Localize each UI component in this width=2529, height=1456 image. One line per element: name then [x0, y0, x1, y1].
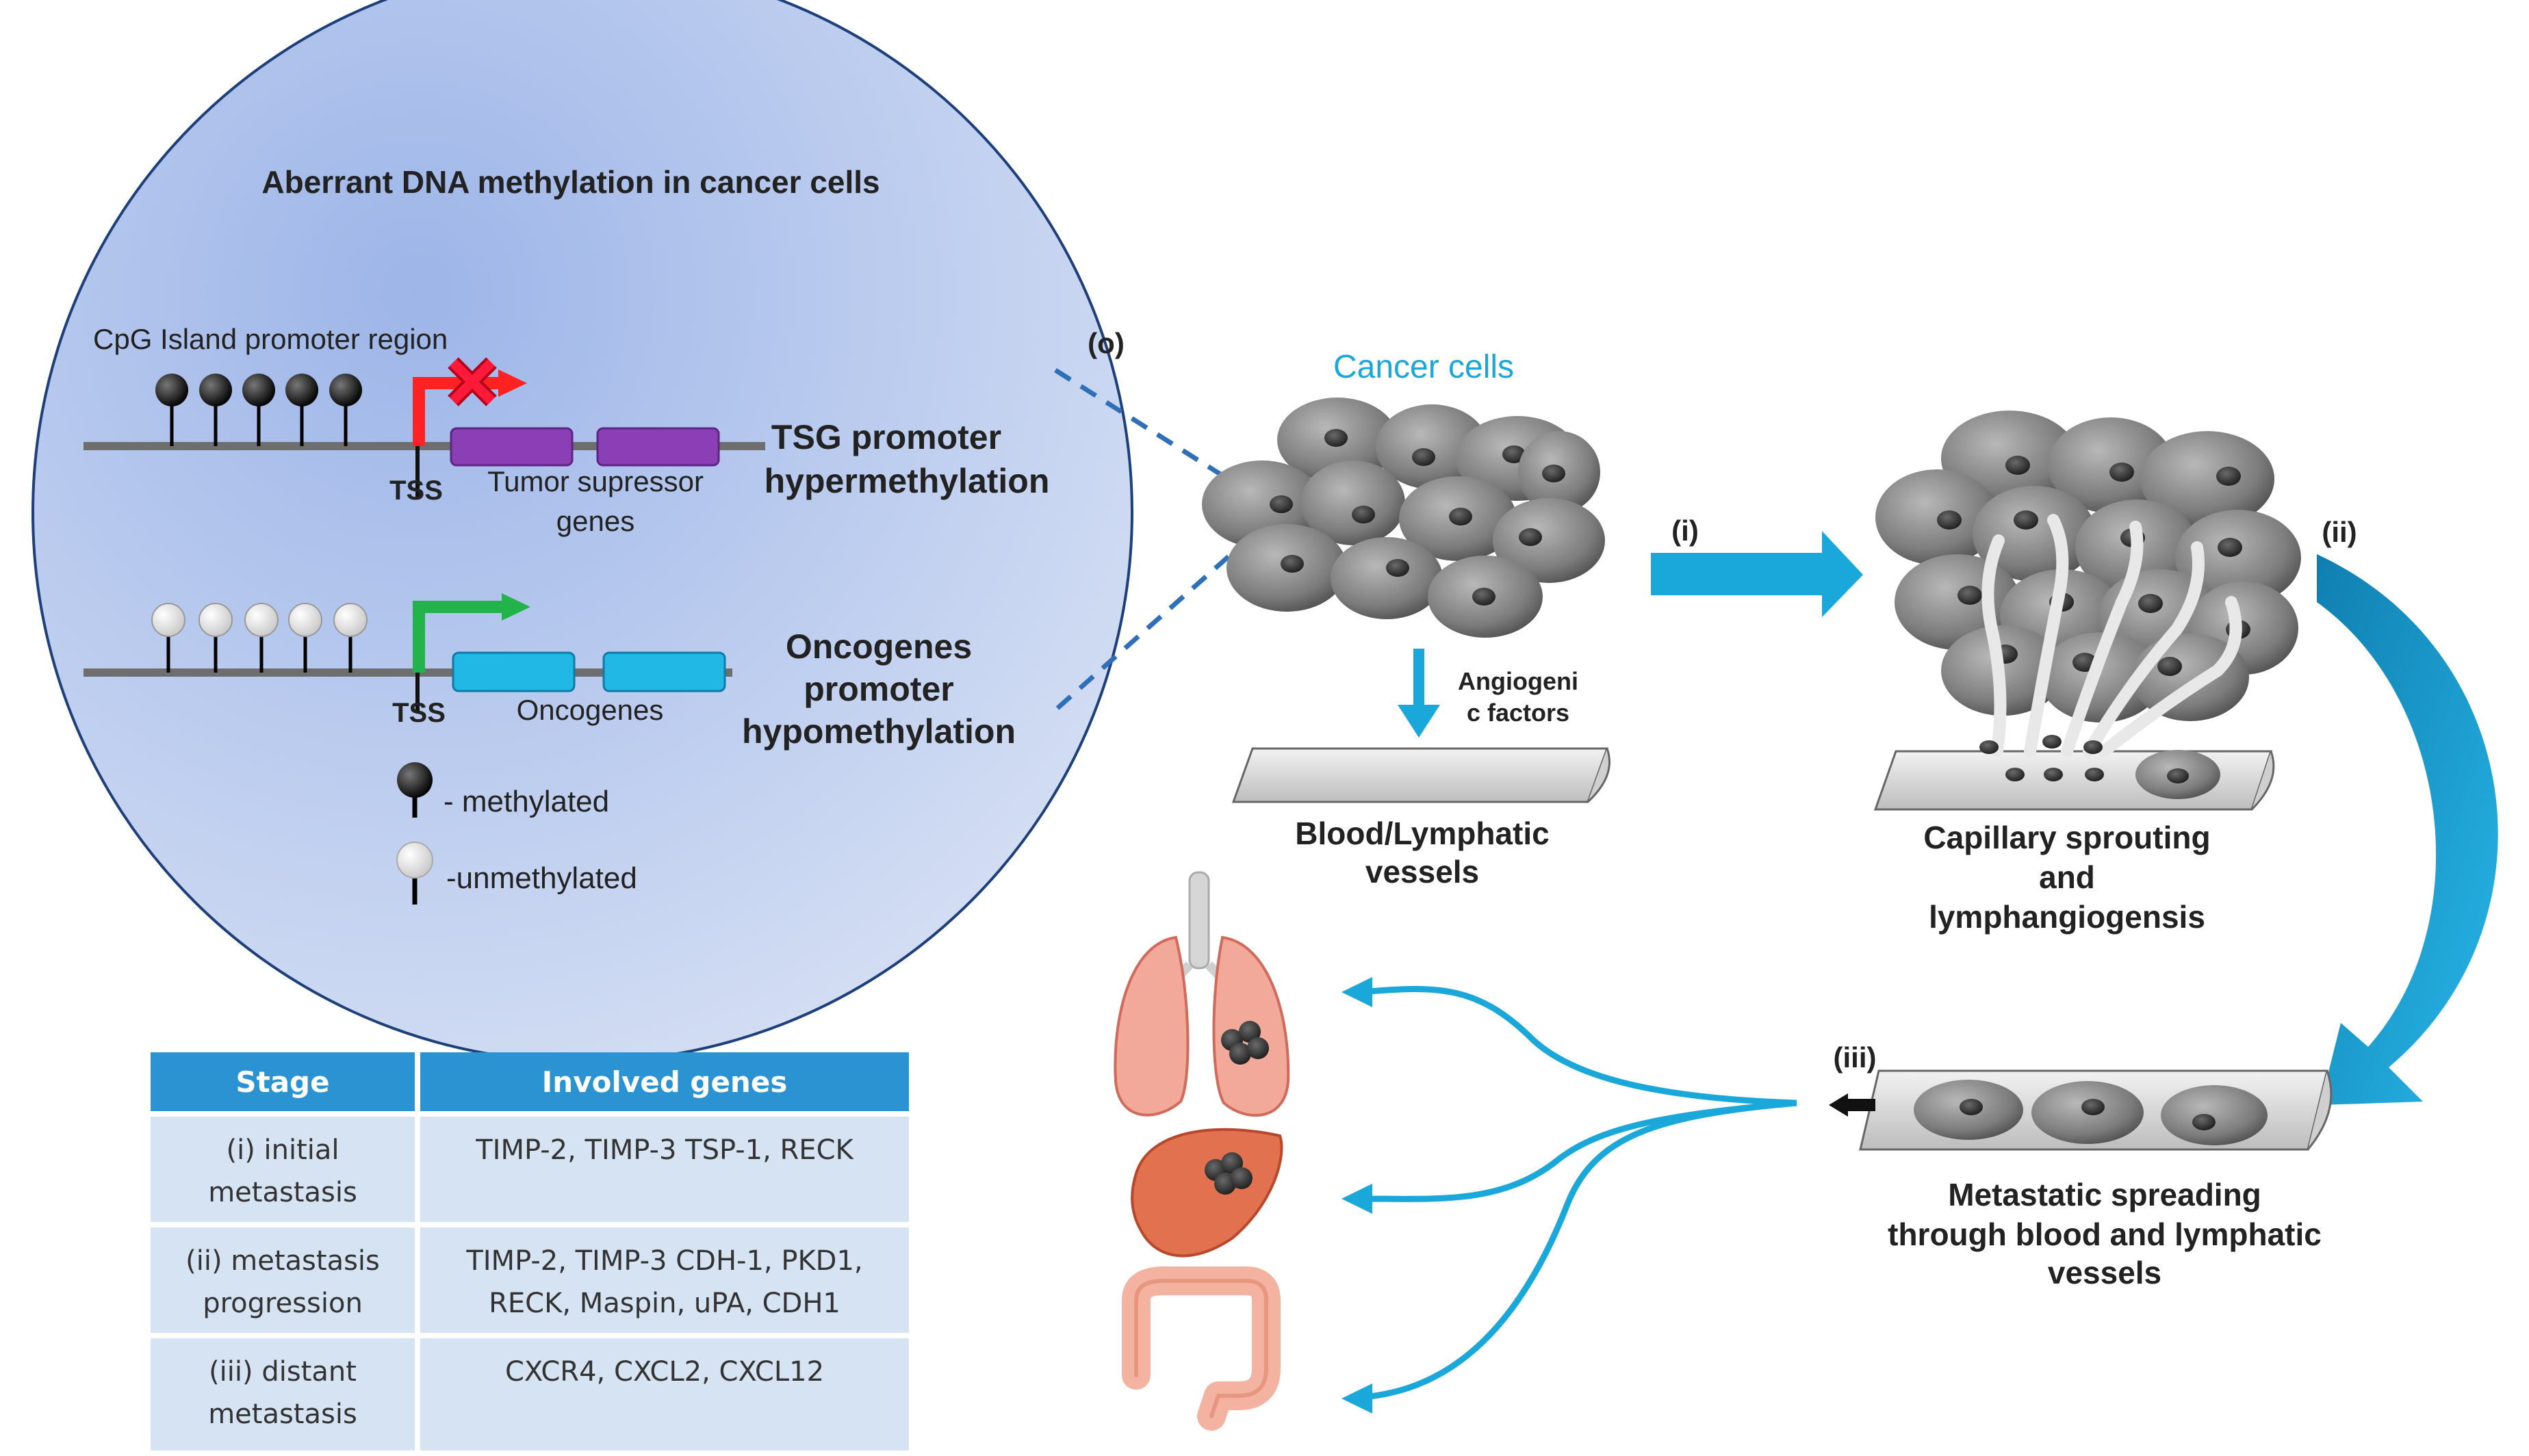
- unmethylated-site: [198, 603, 233, 637]
- tsg-gene-box: [450, 427, 574, 467]
- oncogene-box: [602, 651, 726, 692]
- genes-column-header: Involved genes: [420, 1052, 909, 1111]
- metastatic-label: vessels: [2048, 1255, 2161, 1290]
- colon-icon: [1122, 1266, 1281, 1431]
- zoom-connector: (o): [1054, 327, 1241, 710]
- stage-cell: (ii) metastasis progression: [151, 1227, 415, 1333]
- metastasis-cells: [1221, 1021, 1269, 1065]
- vessels-label: Blood/Lymphatic: [1295, 816, 1549, 851]
- cells: [1202, 398, 1605, 638]
- genes-text: TIMP-2, TIMP-3 TSP-1, RECK: [476, 1134, 853, 1166]
- genes-cell: TIMP-2, TIMP-3 TSP-1, RECK: [420, 1117, 909, 1222]
- methylation-panel: Aberrant DNA methylation in cancer cells…: [31, 0, 1133, 1063]
- stage-text: metastasis: [208, 1399, 357, 1430]
- stage-text: (iii) distant: [209, 1356, 357, 1388]
- stage-text: (ii) metastasis: [185, 1245, 380, 1277]
- capillary-sprouts: [1981, 514, 2242, 757]
- involved-genes-table: Stage Involved genes (i) initial metastas…: [145, 1047, 914, 1456]
- capillary-label: Capillary sprouting: [1923, 820, 2210, 855]
- metastatic-label: Metastatic spreading: [1948, 1177, 2261, 1212]
- table-row: (i) initial metastasis TIMP-2, TIMP-3 TSP…: [151, 1117, 909, 1222]
- capillary-label: lymphangiogensis: [1929, 899, 2205, 935]
- tss-blocked-arrow: [413, 357, 527, 499]
- stage-text: progression: [203, 1288, 363, 1319]
- unmethylated-site: [244, 603, 279, 637]
- unmethylated-cpg-sites: [151, 603, 368, 673]
- vessel-cells: [1979, 735, 2220, 799]
- tss-label: TSS: [392, 698, 446, 728]
- angiogenic-label: c factors: [1467, 699, 1569, 727]
- stage-cell: (iii) distant metastasis: [151, 1338, 415, 1451]
- methylated-site: [285, 374, 318, 406]
- oncogene-hypomethylation-label: hypomethylation: [742, 712, 1016, 751]
- genes-cell: TIMP-2, TIMP-3 CDH-1, PKD1, RECK, Maspin,…: [420, 1227, 909, 1333]
- spreading-arrows: [1341, 977, 1797, 1414]
- cpg-label: CpG Island promoter region: [93, 323, 448, 355]
- tsg-genes-label: Tumor supressor: [487, 465, 704, 497]
- step-i-arrow: (i): [1651, 515, 1863, 617]
- methylated-site: [155, 374, 188, 406]
- metastatic-vessel: (iii) Metastatic spreading through blood…: [1829, 1041, 2333, 1290]
- tss-label: TSS: [389, 476, 443, 506]
- table-header-row: Stage Involved genes: [151, 1052, 909, 1111]
- step-o-label: (o): [1088, 327, 1125, 359]
- metastasis-cells: [1205, 1152, 1253, 1195]
- stage-text: (i) initial: [226, 1134, 339, 1166]
- angiogenic-label: Angiogeni: [1458, 667, 1578, 695]
- circle-title: Aberrant DNA methylation in cancer cells: [261, 164, 880, 200]
- methylated-site: [329, 374, 362, 406]
- tss-active-arrow: [413, 593, 530, 712]
- unmethylated-site: [333, 603, 368, 637]
- lung-icon: [1114, 871, 1290, 1117]
- capillary-sprouting-cluster: Capillary sprouting and lymphangiogensis: [1873, 411, 2301, 935]
- oncogenes-label: Oncogenes: [517, 694, 664, 726]
- legend-unmethylated: -unmethylated: [446, 861, 637, 895]
- tsg-promoter-row: TSS Tumor supressor genes TSG promoter h…: [84, 357, 1050, 537]
- blood-vessel: Blood/Lymphatic vessels: [1231, 747, 1610, 889]
- genes-cell: CXCR4, CXCL2, CXCL12: [420, 1338, 909, 1451]
- step-iii-label: (iii): [1834, 1041, 1877, 1074]
- oncogene-box: [452, 651, 576, 692]
- cancer-cell-cluster: Cancer cells: [1202, 349, 1605, 638]
- vessels-label: vessels: [1365, 854, 1479, 889]
- tsg-genes-label: genes: [556, 505, 634, 537]
- stage-text: metastasis: [208, 1177, 357, 1208]
- step-ii-arrow: (ii): [2317, 516, 2498, 1105]
- methylated-site: [242, 374, 275, 406]
- unmethylated-site: [288, 603, 322, 637]
- liver-icon: [1131, 1128, 1283, 1258]
- unmethylated-site: [151, 603, 185, 637]
- legend-methylated: - methylated: [444, 785, 609, 818]
- tsg-hypermethylation-label: TSG promoter: [771, 418, 1001, 456]
- metastatic-label: through blood and lymphatic: [1888, 1217, 2322, 1252]
- oncogene-hypomethylation-label: promoter: [804, 670, 953, 708]
- step-ii-label: (ii): [2322, 516, 2357, 548]
- angiogenic-factors: Angiogeni c factors: [1398, 649, 1578, 738]
- step-i-label: (i): [1671, 515, 1699, 547]
- table-row: (ii) metastasis progression TIMP-2, TIMP-…: [151, 1227, 909, 1333]
- methylated-cpg-sites: [155, 374, 362, 446]
- genes-text: TIMP-2, TIMP-3 CDH-1, PKD1,: [466, 1245, 863, 1277]
- genes-text: RECK, Maspin, uPA, CDH1: [489, 1288, 840, 1319]
- unmethylated-legend-icon: [396, 842, 433, 879]
- methylated-site: [199, 374, 232, 406]
- table-row: (iii) distant metastasis CXCR4, CXCL2, CX…: [151, 1338, 909, 1451]
- cancer-cells-label: Cancer cells: [1333, 349, 1514, 385]
- genes-text: CXCR4, CXCL2, CXCL12: [504, 1356, 825, 1388]
- methylated-legend-icon: [397, 762, 433, 798]
- tsg-hypermethylation-label: hypermethylation: [765, 462, 1050, 500]
- stage-cell: (i) initial metastasis: [151, 1117, 415, 1222]
- block-x-icon: [448, 357, 497, 406]
- tsg-gene-box: [596, 427, 720, 467]
- oncogene-hypomethylation-label: Oncogenes: [786, 627, 972, 666]
- stage-column-header: Stage: [151, 1052, 415, 1111]
- oncogene-promoter-row: TSS Oncogenes Oncogenes promoter hypomet…: [84, 593, 1016, 751]
- capillary-label: and: [2039, 859, 2095, 895]
- methylation-legend: - methylated -unmethylated: [396, 762, 637, 905]
